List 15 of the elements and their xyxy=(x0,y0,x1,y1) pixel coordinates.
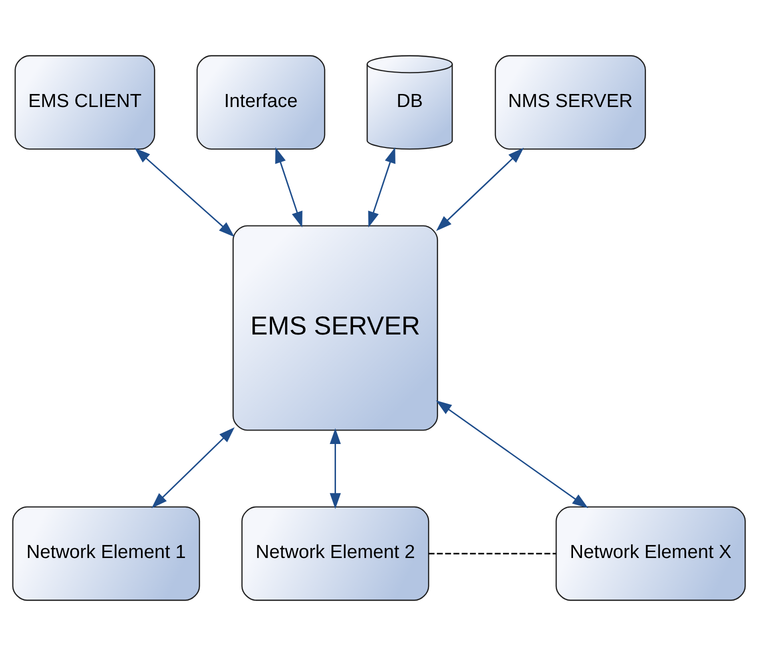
node-box: EMS CLIENT xyxy=(14,54,156,150)
node-box: Network Element 1 xyxy=(12,506,200,600)
node-box: NMS SERVER xyxy=(494,54,646,150)
node-box: Network Element 2 xyxy=(241,506,430,600)
arrow xyxy=(330,428,341,508)
arrow xyxy=(134,147,234,236)
arrow xyxy=(275,146,302,227)
arrow xyxy=(152,426,235,508)
arrow xyxy=(368,146,396,227)
node-box: Network Element X xyxy=(556,506,746,600)
node-box: Interface xyxy=(196,54,326,150)
connector xyxy=(428,552,556,554)
arrow xyxy=(436,147,524,231)
node-box: EMS SERVER xyxy=(232,224,438,430)
arrow xyxy=(436,400,588,508)
